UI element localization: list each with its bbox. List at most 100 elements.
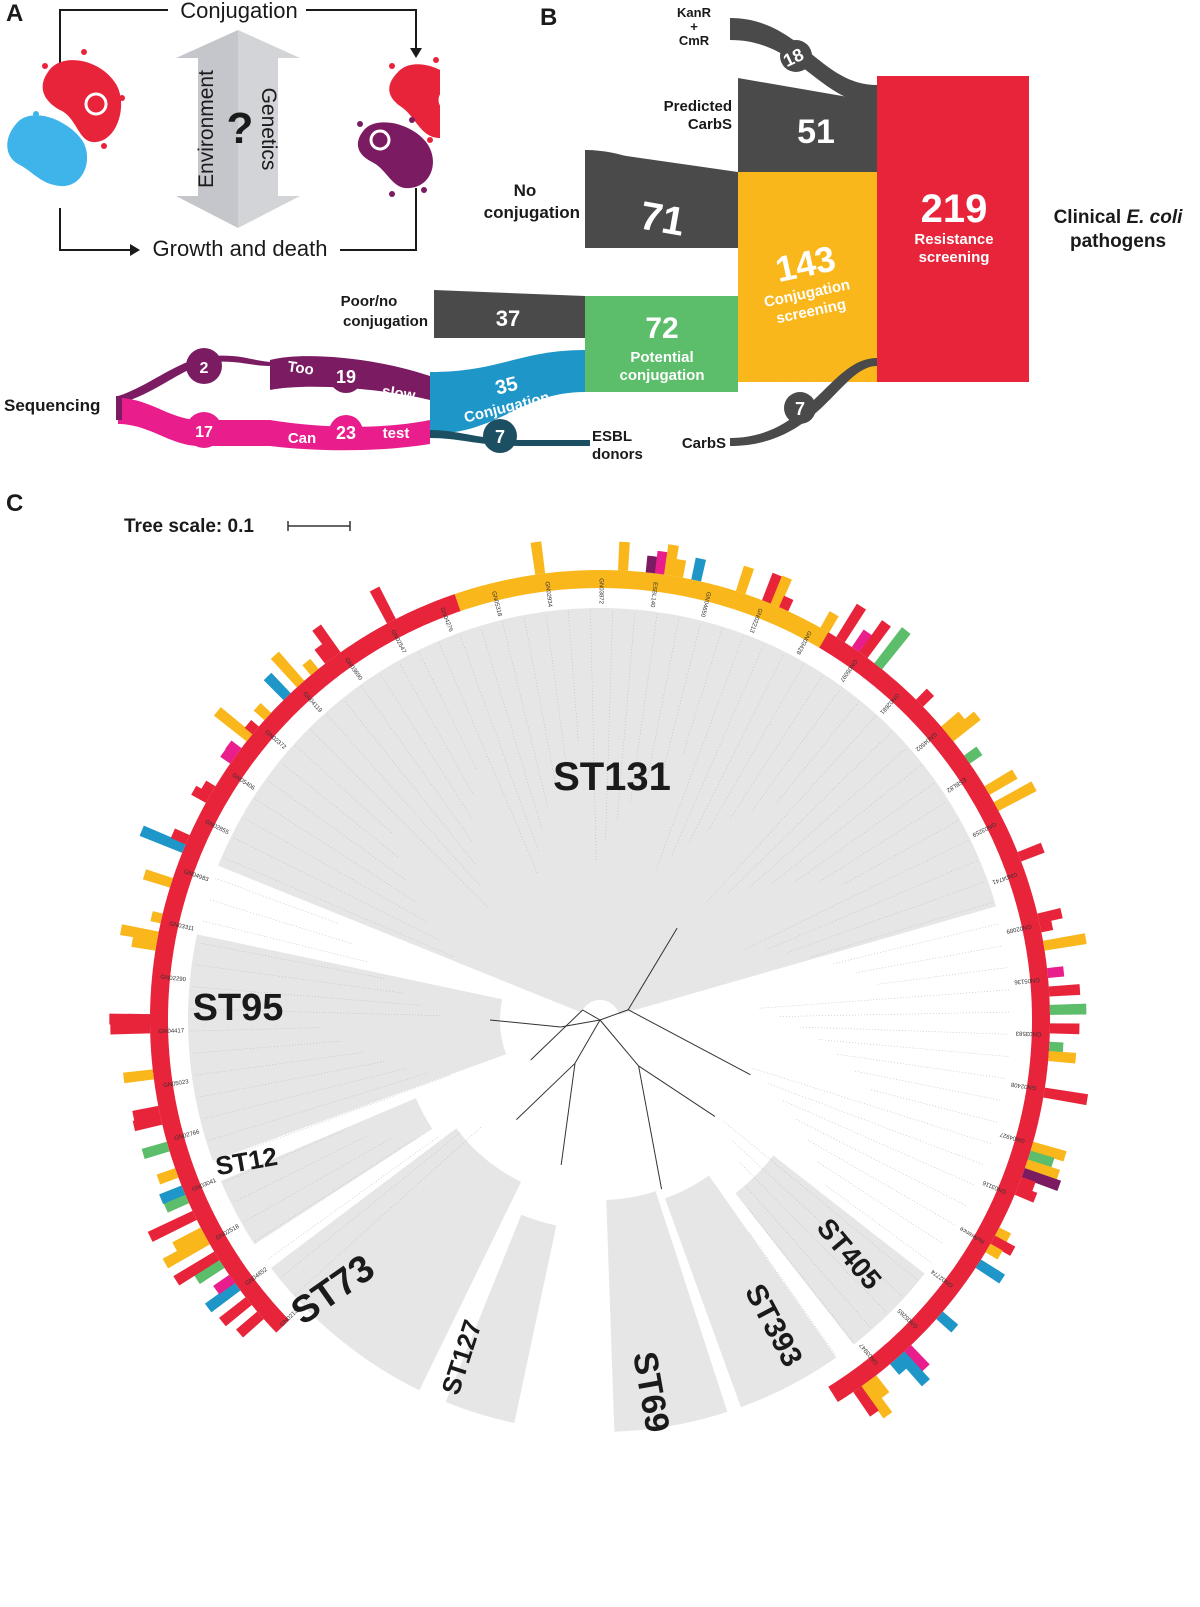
- ring-segment: [234, 1271, 255, 1291]
- ring-segment: [982, 810, 1003, 828]
- ring-segment: [210, 786, 231, 804]
- ring-bar: [159, 1185, 186, 1205]
- ring-bar: [903, 1345, 930, 1372]
- ring-segment: [969, 786, 990, 804]
- tip-line: [243, 817, 427, 922]
- flow-conjugation: [430, 350, 585, 434]
- ring-segment: [916, 1306, 937, 1326]
- ring-bar: [993, 781, 1037, 811]
- ring-segment: [780, 610, 797, 632]
- ring-bar: [1048, 1041, 1064, 1053]
- tooslow-w2: slow: [381, 383, 417, 405]
- ring-bar: [994, 1227, 1012, 1243]
- ring-segment: [626, 570, 638, 590]
- ring-segment: [581, 570, 592, 589]
- ring-segment: [378, 623, 397, 644]
- ring-segment: [1030, 1040, 1050, 1052]
- ring-bar: [853, 1386, 879, 1417]
- cantest-w1: Can: [288, 430, 316, 447]
- ring-segment: [599, 570, 610, 589]
- tip-line: [645, 617, 680, 785]
- tip-line: [190, 1027, 321, 1032]
- ring-segment: [175, 1162, 196, 1178]
- tip-line: [267, 1136, 438, 1260]
- ring-bar: [1049, 1003, 1087, 1015]
- ring-segment: [1025, 940, 1045, 954]
- ring-bar: [897, 1351, 930, 1387]
- ring-bar: [225, 740, 242, 757]
- node-clinical: [877, 76, 1029, 382]
- ring-segment: [1004, 860, 1025, 877]
- ring-segment: [151, 1049, 170, 1061]
- ring-segment: [185, 1187, 206, 1204]
- ring-segment: [987, 1203, 1008, 1220]
- ring-bar: [1039, 919, 1054, 933]
- ring-segment: [526, 574, 539, 594]
- ring-segment: [437, 596, 453, 618]
- clade-wedge-st131: [218, 607, 997, 1015]
- ring-bar: [201, 780, 216, 795]
- ring-segment: [1007, 869, 1028, 885]
- growth-arrow: [59, 188, 417, 251]
- kanr-label: KanR + CmR: [677, 5, 711, 48]
- tip-line: [782, 1100, 976, 1186]
- ring-segment: [841, 647, 861, 668]
- poor-value: 37: [496, 306, 520, 331]
- tip-line: [663, 622, 702, 769]
- ring-segment: [151, 1058, 171, 1071]
- ring-segment: [890, 686, 910, 707]
- ring-segment: [150, 1014, 169, 1025]
- tip-line: [202, 920, 368, 963]
- predicted-value: 51: [797, 113, 835, 151]
- double-arrow: [176, 30, 300, 228]
- ring-segment: [517, 575, 530, 596]
- ring-segment: [1029, 968, 1049, 980]
- ring-segment: [819, 632, 837, 653]
- bubble-kanr: [780, 40, 812, 72]
- clade-wedge-st127: [445, 1214, 557, 1423]
- ring-segment: [420, 603, 437, 624]
- ring-bar: [142, 869, 173, 888]
- ring-segment: [898, 1325, 918, 1346]
- ring-segment: [608, 570, 619, 589]
- bacterium-red-left: [42, 49, 125, 149]
- clinical-line2: screening: [919, 249, 990, 266]
- ring-bar: [735, 565, 755, 595]
- ring-bar: [859, 620, 891, 659]
- ring-bar: [1043, 1087, 1089, 1106]
- ring-bar: [1030, 1141, 1067, 1162]
- ring-segment: [296, 680, 317, 701]
- ring-segment: [175, 860, 196, 877]
- clade-wedge-st12: [220, 1098, 433, 1245]
- tip-label: GN02089: [1005, 922, 1032, 934]
- esbl-value: 7: [495, 427, 505, 447]
- ring-segment: [1031, 1032, 1050, 1043]
- ring-bar: [1046, 966, 1065, 979]
- ring-segment: [224, 763, 246, 782]
- ring-segment: [454, 591, 470, 612]
- tip-line: [730, 675, 823, 819]
- tooslow-value: 19: [336, 367, 356, 387]
- tip-label: GN03311: [169, 921, 196, 932]
- ring-segment: [156, 1093, 177, 1107]
- clinical-value: 219: [921, 187, 988, 231]
- ring-segment: [738, 593, 755, 615]
- clinical-pathogens-label: Clinical E. coli pathogens: [1053, 207, 1183, 252]
- conjugation-label: Conjugation: [180, 0, 298, 23]
- ring-segment: [172, 869, 193, 885]
- ring-segment: [507, 577, 522, 598]
- ring-bar: [219, 1297, 252, 1327]
- tip-label: GN05023: [163, 1079, 190, 1089]
- tip-line: [215, 877, 338, 924]
- ring-bar: [369, 586, 396, 624]
- ring-segment: [153, 1076, 174, 1089]
- ring-segment: [904, 1319, 925, 1340]
- tree-branch: [574, 1019, 601, 1064]
- ring-bar: [314, 643, 334, 664]
- ring-segment: [909, 706, 930, 726]
- ring-segment: [205, 794, 227, 812]
- clade-wedge-st73: [270, 1128, 522, 1391]
- ring-segment: [1025, 1084, 1045, 1098]
- tip-line: [752, 688, 842, 810]
- ring-segment: [182, 843, 203, 860]
